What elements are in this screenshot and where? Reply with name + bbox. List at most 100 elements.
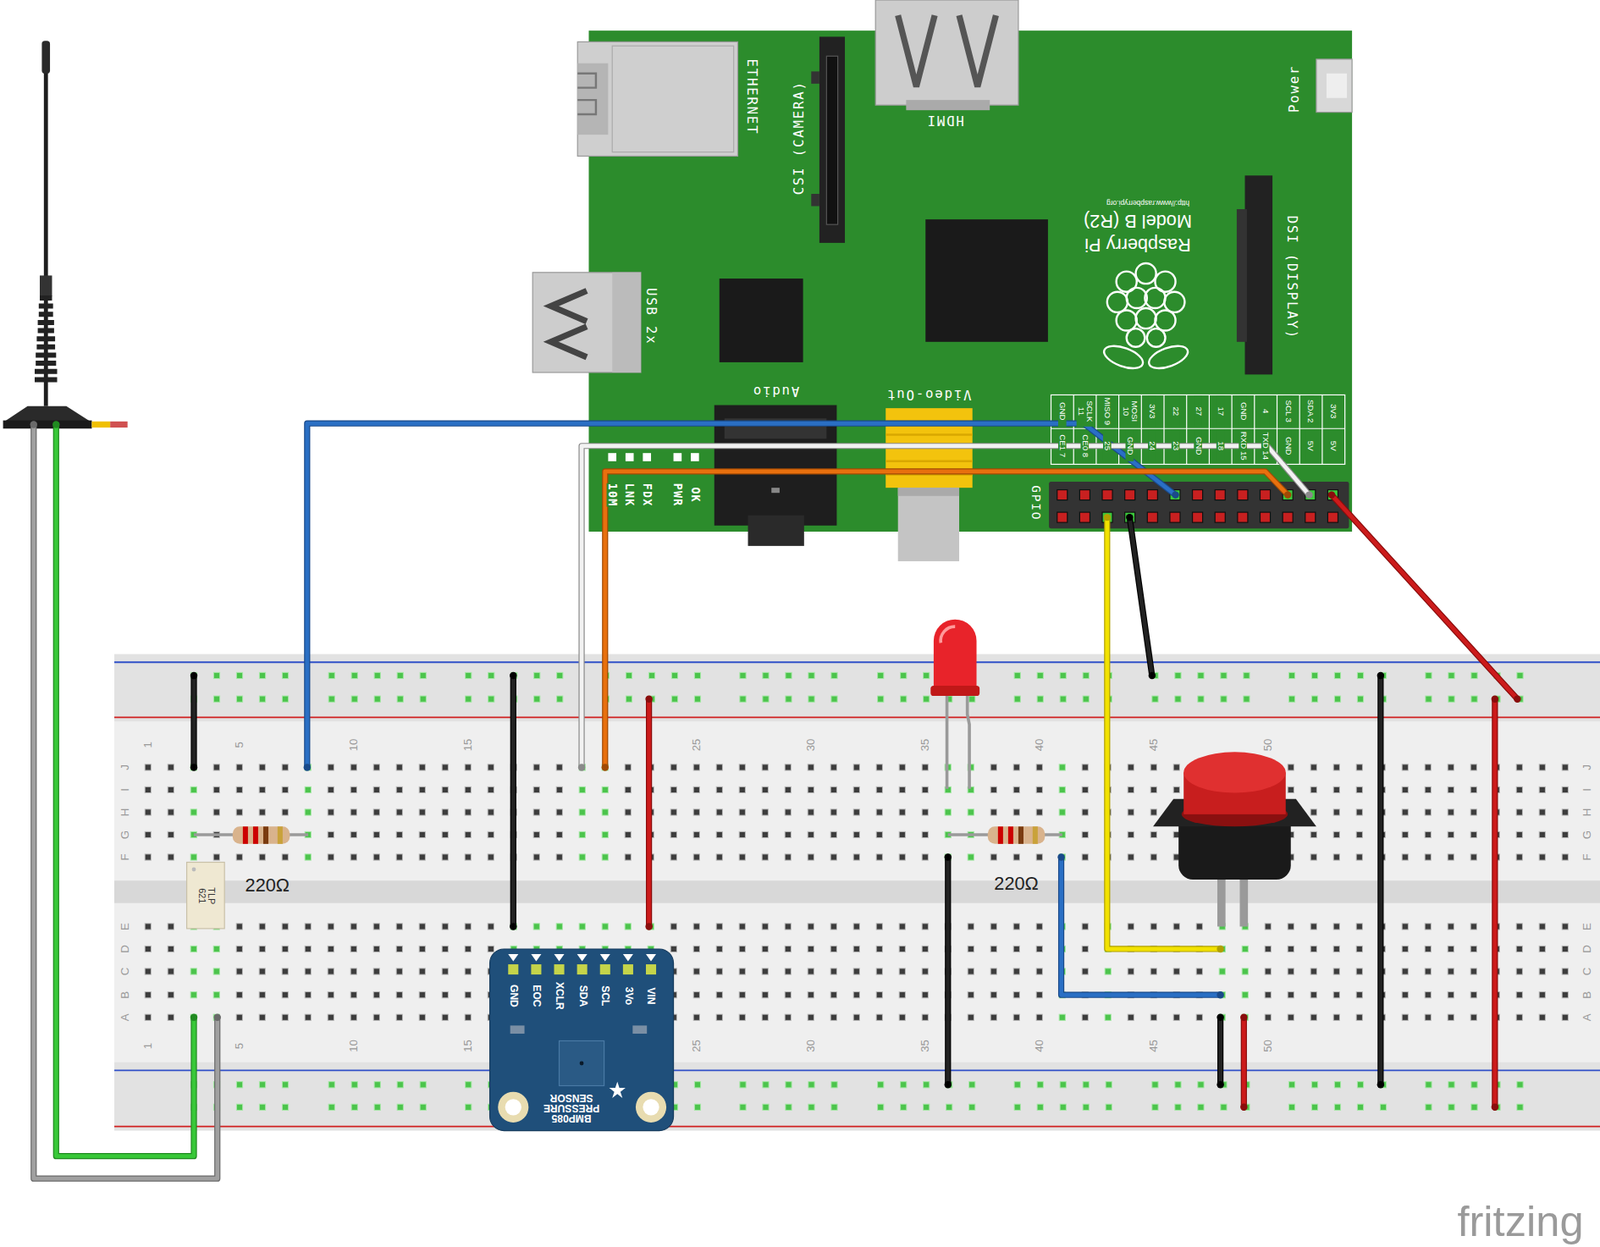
breadboard-holes bbox=[487, 786, 494, 793]
gpio-pins bbox=[1102, 490, 1113, 501]
breadboard-holes bbox=[1127, 923, 1134, 930]
breadboard-holes bbox=[716, 764, 723, 771]
breadboard-holes bbox=[921, 992, 928, 999]
breadboard-holes bbox=[601, 923, 608, 930]
sensor-pins bbox=[530, 954, 541, 975]
breadboard-body bbox=[114, 661, 1600, 663]
breadboard-holes bbox=[190, 945, 197, 952]
power-connector bbox=[1326, 73, 1347, 99]
breadboard-holes bbox=[1561, 992, 1568, 999]
gpio-label-grid bbox=[1321, 394, 1323, 464]
resistor-value: 220Ω bbox=[993, 874, 1038, 894]
jumper-wires bbox=[190, 675, 197, 767]
pressure-sensor-board: GNDEOCXCLRSDASCL3VoVINBMP085 PRESSURE SE… bbox=[490, 948, 674, 1132]
jumper-wires bbox=[1171, 491, 1179, 498]
sensor-pins bbox=[623, 964, 634, 975]
breadboard-holes bbox=[487, 923, 494, 930]
sensor-pins bbox=[507, 964, 519, 975]
breadboard-holes bbox=[1424, 854, 1431, 861]
breadboard-holes bbox=[807, 786, 814, 793]
gpio-pins bbox=[1259, 512, 1270, 523]
pin-label: SCL 3 bbox=[1283, 396, 1292, 427]
breadboard-holes bbox=[464, 968, 471, 975]
breadboard-holes bbox=[1561, 854, 1568, 861]
breadboard-holes bbox=[990, 809, 997, 816]
ethernet-jack bbox=[577, 63, 608, 135]
breadboard-holes bbox=[1173, 764, 1180, 771]
breadboard-body bbox=[114, 721, 1600, 1063]
breadboard-holes bbox=[327, 1014, 334, 1021]
breadboard-holes bbox=[1539, 923, 1545, 930]
port-label: Power bbox=[1287, 65, 1302, 113]
breadboard-holes bbox=[1036, 809, 1043, 816]
breadboard-holes bbox=[921, 945, 928, 952]
pin-label: 27 bbox=[1193, 396, 1203, 427]
row-letter: A bbox=[1581, 1013, 1593, 1021]
pin-label: 23 bbox=[1170, 430, 1180, 462]
breadboard-holes bbox=[693, 831, 700, 838]
breadboard-holes bbox=[899, 945, 905, 952]
jumper-wires bbox=[646, 699, 652, 927]
breadboard-holes bbox=[1470, 945, 1477, 952]
breadboard-holes bbox=[1081, 809, 1088, 816]
gpio-label-grid bbox=[1073, 394, 1075, 464]
breadboard-holes bbox=[533, 764, 540, 771]
jumper-wires bbox=[1148, 672, 1156, 679]
status-leds bbox=[673, 452, 683, 462]
port-label: Video-Out bbox=[885, 388, 972, 403]
breadboard-holes bbox=[327, 831, 334, 838]
breadboard-holes bbox=[1173, 923, 1180, 930]
jumper-wires bbox=[1216, 1081, 1224, 1088]
breadboard-holes bbox=[739, 992, 745, 999]
pin-label: 24 bbox=[1147, 430, 1157, 462]
breadboard-holes bbox=[1059, 695, 1066, 702]
breadboard-holes bbox=[1516, 923, 1523, 930]
row-letter: G bbox=[120, 830, 132, 839]
led-symbol bbox=[947, 694, 971, 789]
breadboard-body bbox=[114, 880, 1600, 904]
column-number: 30 bbox=[805, 1039, 817, 1053]
breadboard-body bbox=[114, 654, 1600, 1132]
breadboard-holes bbox=[1356, 854, 1363, 861]
breadboard-holes bbox=[373, 764, 380, 771]
breadboard-holes bbox=[1013, 764, 1020, 771]
ethernet-jack bbox=[577, 41, 738, 156]
pressure-sensor-board bbox=[642, 1098, 659, 1115]
gpio-pins bbox=[1259, 490, 1270, 501]
column-number: 45 bbox=[1147, 1039, 1159, 1053]
breadboard-holes bbox=[830, 764, 837, 771]
breadboard-holes bbox=[1448, 695, 1455, 702]
breadboard-holes bbox=[1037, 1081, 1043, 1088]
breadboard-holes bbox=[1333, 786, 1340, 793]
breadboard-holes bbox=[784, 968, 791, 975]
jumper-wires bbox=[190, 763, 198, 771]
breadboard-holes bbox=[465, 1081, 472, 1088]
breadboard-holes bbox=[1516, 854, 1523, 861]
breadboard-holes bbox=[1539, 1014, 1545, 1021]
breadboard-holes bbox=[601, 831, 608, 838]
breadboard-holes bbox=[1287, 1014, 1294, 1021]
breadboard-holes bbox=[1014, 1081, 1021, 1088]
breadboard-holes bbox=[533, 831, 540, 838]
breadboard-holes bbox=[876, 992, 883, 999]
breadboard-holes bbox=[487, 831, 494, 838]
jumper-wires bbox=[190, 1014, 198, 1021]
breadboard-holes bbox=[373, 992, 380, 999]
jumper-wires bbox=[1103, 513, 1225, 953]
breadboard-holes bbox=[693, 786, 700, 793]
breadboard-holes bbox=[921, 809, 928, 816]
breadboard-holes bbox=[350, 786, 357, 793]
breadboard-holes bbox=[807, 764, 814, 771]
breadboard-holes bbox=[1175, 695, 1181, 702]
breadboard-holes bbox=[830, 786, 837, 793]
breadboard-holes bbox=[785, 695, 792, 702]
breadboard-holes bbox=[899, 764, 905, 771]
breadboard-holes bbox=[465, 695, 472, 702]
breadboard-holes bbox=[877, 1103, 884, 1110]
pin-label: RXD 15 bbox=[1238, 430, 1247, 462]
jumper-wires bbox=[944, 853, 952, 861]
breadboard-holes bbox=[236, 764, 243, 771]
breadboard-holes bbox=[1356, 945, 1363, 952]
breadboard-holes bbox=[1013, 786, 1020, 793]
hdmi-port bbox=[905, 99, 990, 111]
